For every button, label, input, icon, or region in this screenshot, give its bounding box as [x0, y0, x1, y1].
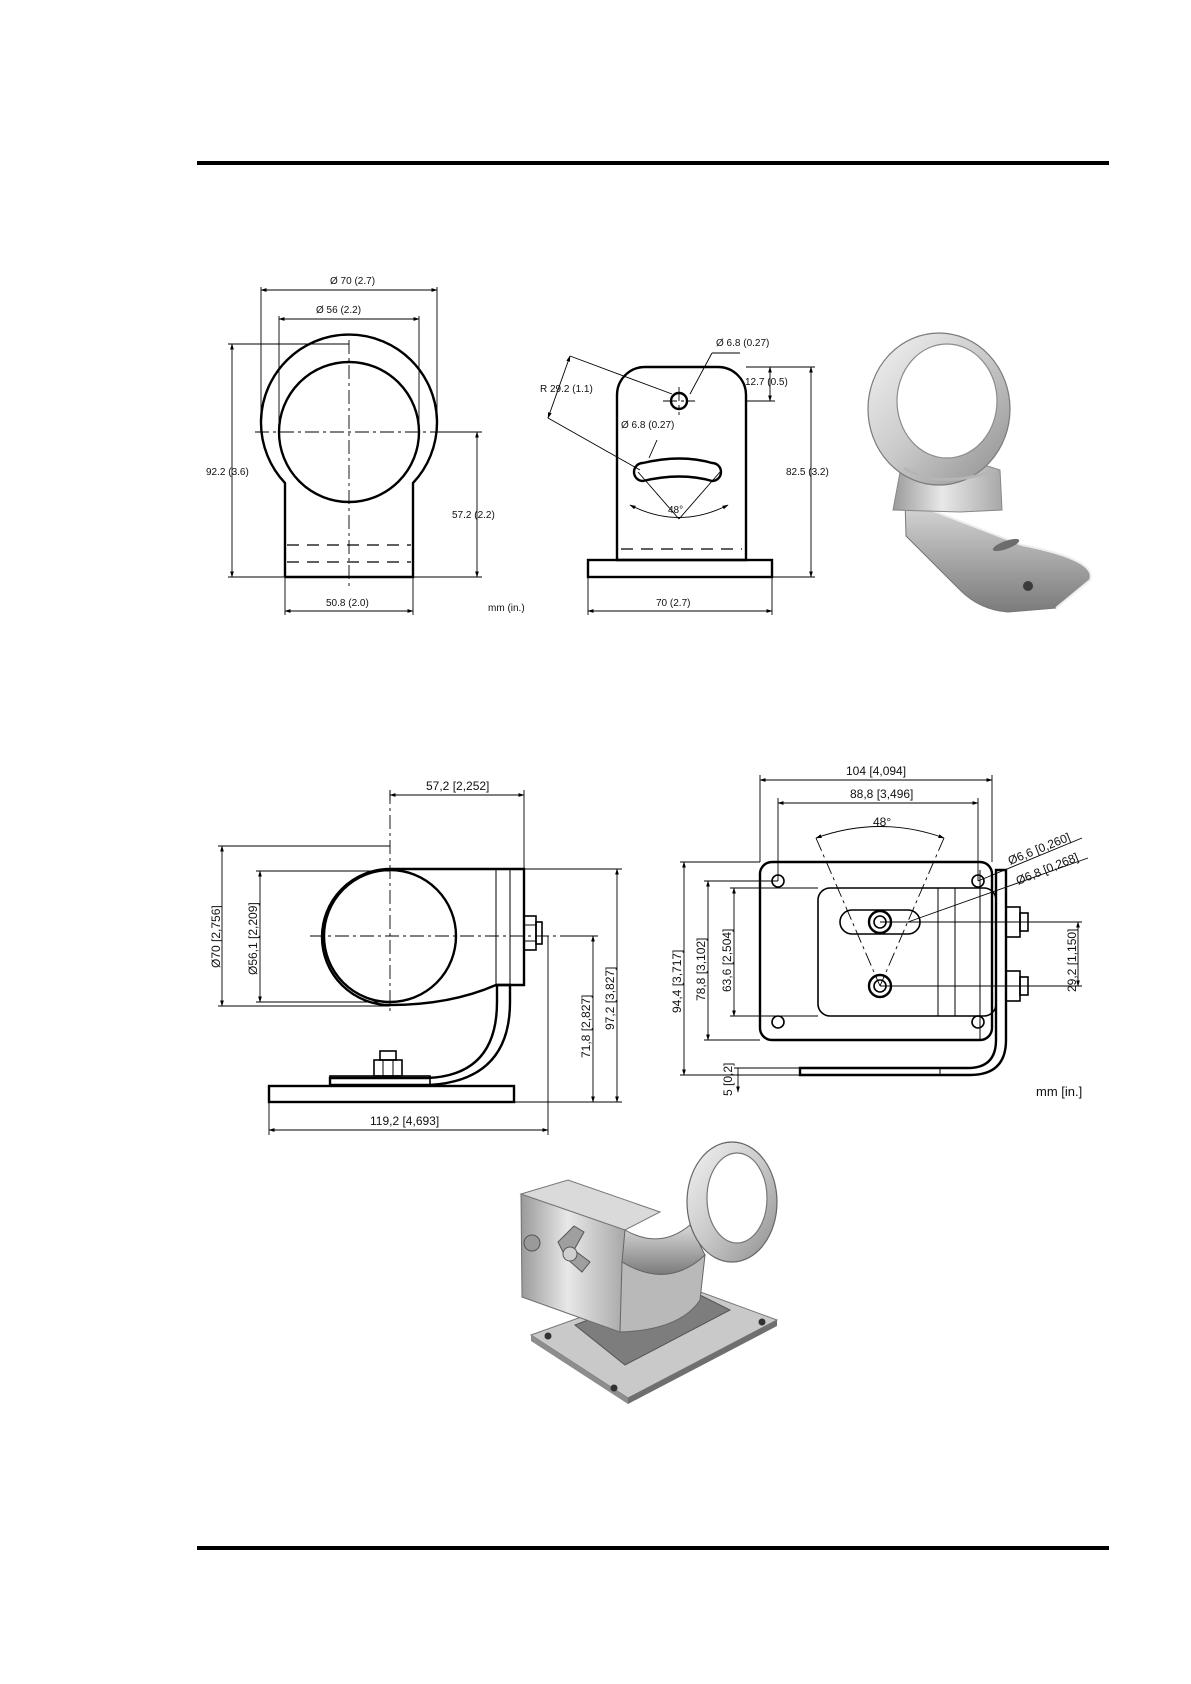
- side-radius-label: R 29.2 (1.1): [540, 384, 593, 395]
- top-view-inner-height-label: 63,6 [2,504]: [720, 929, 734, 992]
- footer-rule: [197, 1546, 1109, 1550]
- bottom-inner-diameter-label: Ø56,1 [2,209]: [246, 902, 260, 975]
- top-front-view: Ø 70 (2.7) Ø 56 (2.2) 92.2 (3.6) 57.2 (2…: [206, 276, 495, 615]
- bottom-front-view: 57,2 [2,252] Ø70 [2,756] Ø56,1 [2,209] 7…: [209, 779, 622, 1135]
- bottom-top-view: 104 [4,094] 88,8 [3,496] 48° Ø6,6 [0,260…: [670, 764, 1089, 1099]
- bottom-base-width-label: 119,2 [4,693]: [370, 1114, 439, 1128]
- bottom-total-height-label: 97,2 [3,827]: [603, 967, 617, 1030]
- top-view-outer-height-label: 94,4 [3,717]: [670, 950, 684, 1013]
- top-view-inner-width-label: 88,8 [3,496]: [850, 787, 913, 801]
- side-height-label: 82.5 (3.2): [786, 467, 829, 478]
- side-slot-hole-label: Ø 6.8 (0.27): [621, 420, 674, 431]
- top-center-height-label: 57.2 (2.2): [452, 510, 495, 521]
- top-view-outer-width-label: 104 [4,094]: [846, 764, 906, 778]
- top-view-mid-height-label: 78,8 [3,102]: [694, 938, 708, 1001]
- top-bracket-photo: [867, 332, 1092, 613]
- top-width-label: 50.8 (2.0): [326, 598, 369, 609]
- side-angle-label: 48°: [668, 505, 683, 516]
- bottom-center-height-label: 71,8 [2,827]: [579, 995, 593, 1058]
- side-top-hole-label: Ø 6.8 (0.27): [716, 338, 769, 349]
- header-rule: [197, 161, 1109, 165]
- bottom-outer-diameter-label: Ø70 [2,756]: [209, 905, 223, 968]
- bottom-units-label: mm [in.]: [1036, 1084, 1082, 1099]
- bottom-bracket-photo: [519, 1141, 779, 1404]
- top-side-view: Ø 6.8 (0.27) R 29.2 (1.1) Ø 6.8 (0.27) 1…: [488, 338, 829, 615]
- top-inner-diameter-label: Ø 56 (2.2): [316, 305, 361, 316]
- top-view-thickness-label: 5 [0,2]: [721, 1063, 735, 1096]
- side-top-offset-label: 12.7 (0.5): [745, 377, 788, 388]
- side-base-width-label: 70 (2.7): [656, 598, 690, 609]
- top-units-label: mm (in.): [488, 603, 525, 614]
- top-height-label: 92.2 (3.6): [206, 467, 249, 478]
- top-view-angle-label: 48°: [873, 815, 891, 829]
- top-view-bolt-spacing-label: 29,2 [1,150]: [1065, 929, 1079, 992]
- top-outer-diameter-label: Ø 70 (2.7): [330, 276, 375, 287]
- bottom-top-width-label: 57,2 [2,252]: [426, 779, 489, 793]
